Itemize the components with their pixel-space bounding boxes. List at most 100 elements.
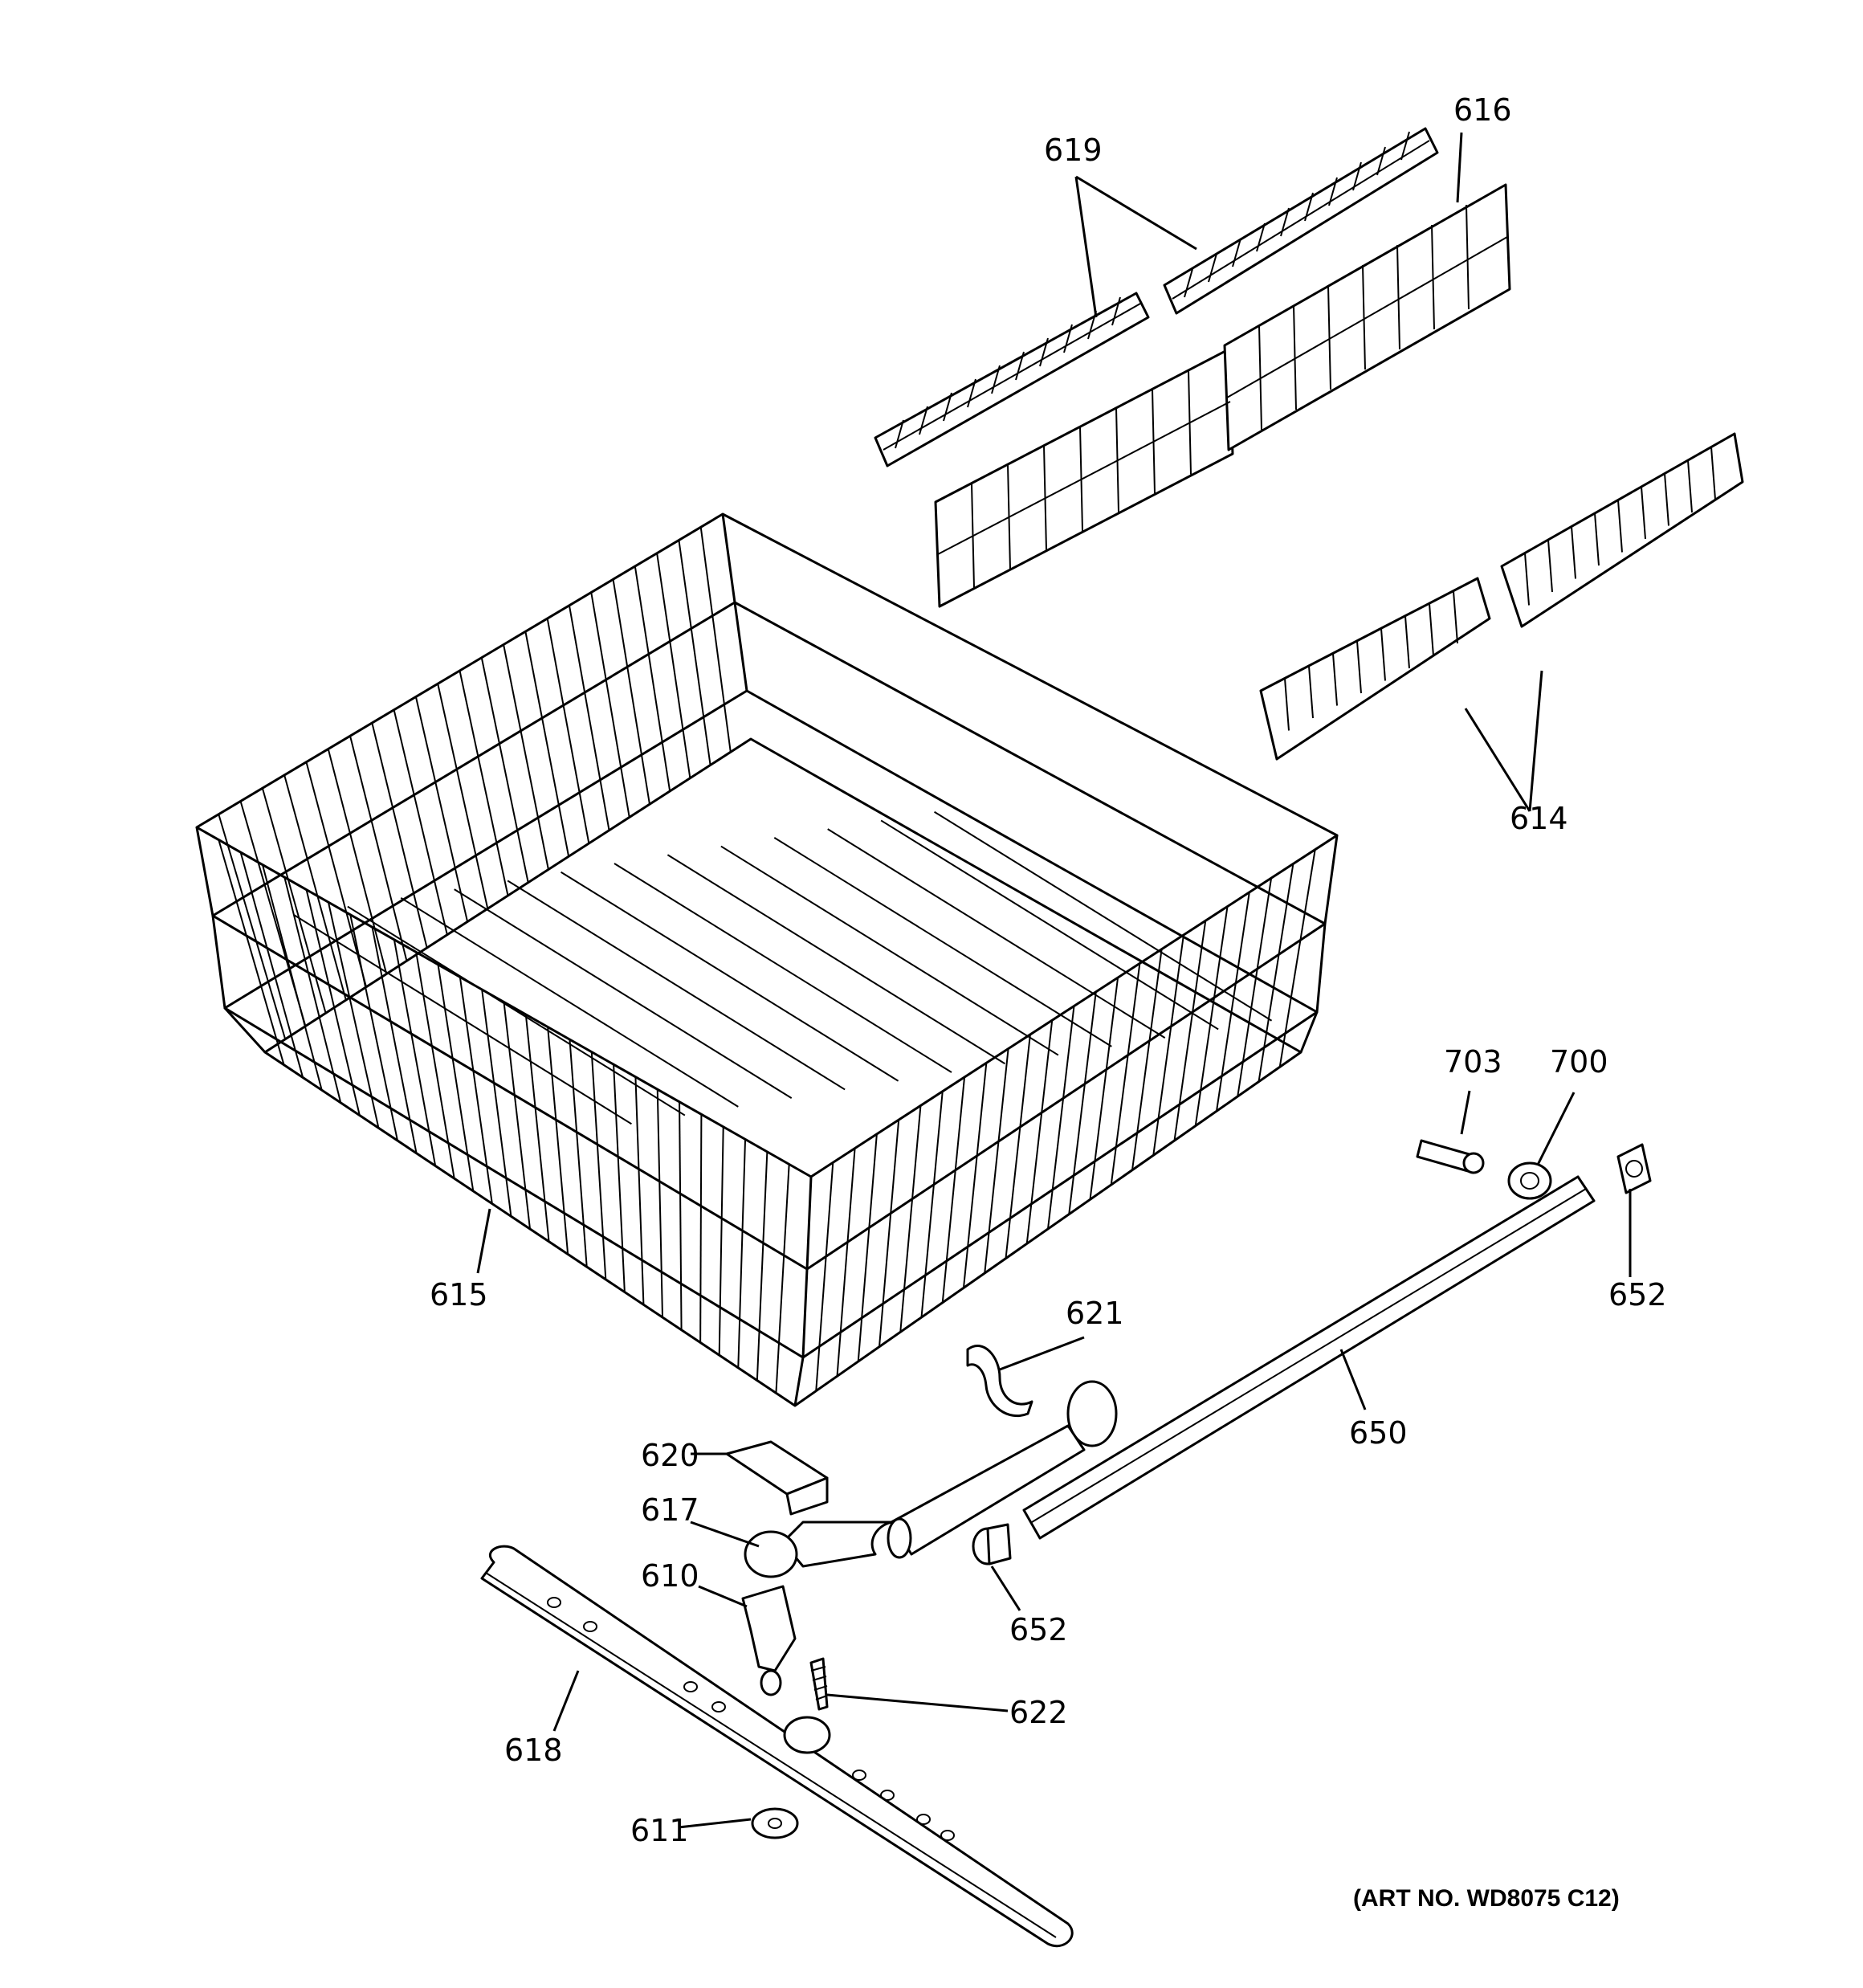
drawing-line bbox=[283, 774, 347, 1001]
drawing-line bbox=[827, 828, 1166, 1039]
drawing-line bbox=[1131, 949, 1163, 1170]
drawing-line bbox=[1429, 603, 1434, 656]
drawing-line bbox=[1304, 192, 1314, 222]
drawing-line bbox=[546, 618, 590, 844]
drawing-line bbox=[459, 977, 493, 1204]
drawing-line bbox=[1152, 934, 1184, 1156]
drawing-line bbox=[561, 871, 899, 1082]
drawing-line bbox=[1015, 351, 1025, 381]
drawing-line bbox=[1308, 665, 1314, 719]
drawing-line bbox=[880, 819, 1219, 1031]
drawing-line bbox=[1466, 204, 1470, 310]
drawing-line bbox=[1352, 161, 1362, 191]
drawing-line bbox=[1258, 863, 1294, 1082]
drawing-line bbox=[293, 914, 632, 1125]
drawing-line bbox=[349, 736, 408, 961]
part-620-nozzle bbox=[725, 1440, 829, 1516]
drawing-line bbox=[1594, 512, 1600, 566]
drawing-line bbox=[415, 952, 455, 1179]
drawing-line bbox=[991, 365, 1001, 394]
drawing-line bbox=[720, 845, 1059, 1056]
drawing-line bbox=[503, 1002, 531, 1230]
callout-617: 617 bbox=[641, 1492, 699, 1528]
drawing-line bbox=[941, 1076, 966, 1303]
drawing-line bbox=[1547, 539, 1553, 593]
callout-618: 618 bbox=[504, 1733, 563, 1768]
part-611-washer bbox=[751, 1807, 799, 1839]
drawing-line bbox=[1068, 991, 1097, 1214]
drawing-line bbox=[218, 839, 285, 1065]
drawing-line bbox=[568, 605, 610, 831]
drawing-line bbox=[349, 914, 398, 1141]
drawing-line bbox=[775, 1164, 790, 1394]
spray-hole bbox=[583, 1621, 597, 1632]
drawing-line bbox=[614, 863, 952, 1073]
drawing-line bbox=[347, 905, 686, 1116]
drawing-line bbox=[1025, 1020, 1054, 1244]
drawing-line bbox=[934, 810, 1273, 1022]
drawing-line bbox=[919, 406, 928, 435]
callout-650: 650 bbox=[1349, 1415, 1408, 1451]
part-652-end-cap-right bbox=[1616, 1143, 1652, 1194]
drawing-line bbox=[327, 901, 380, 1129]
part-700-roller bbox=[1507, 1161, 1552, 1200]
part-621-clamp bbox=[966, 1344, 1033, 1418]
drawing-line bbox=[261, 787, 327, 1014]
drawing-line bbox=[503, 644, 549, 870]
drawing-line bbox=[699, 1114, 703, 1343]
drawing-line bbox=[1664, 473, 1669, 526]
drawing-line bbox=[371, 722, 428, 949]
drawing-line bbox=[414, 696, 469, 922]
drawing-line bbox=[400, 897, 739, 1108]
drawing-line bbox=[1111, 296, 1121, 326]
part-622-screw bbox=[809, 1657, 829, 1711]
part-617-feed-tube bbox=[744, 1380, 1118, 1578]
spray-hole bbox=[711, 1701, 726, 1712]
callout-labels: 616 619 614 615 703 700 652 621 650 620 … bbox=[430, 92, 1667, 1848]
callout-620: 620 bbox=[641, 1438, 699, 1473]
drawing-line bbox=[305, 761, 368, 988]
drawing-line bbox=[1453, 590, 1458, 644]
drawing-line bbox=[524, 1014, 550, 1242]
drawing-line bbox=[1332, 653, 1338, 706]
callout-611: 611 bbox=[630, 1813, 689, 1848]
drawing-line bbox=[1328, 177, 1338, 206]
drawing-line bbox=[1293, 304, 1297, 410]
part-610-hub bbox=[741, 1585, 797, 1696]
drawing-line bbox=[857, 1133, 878, 1362]
callout-652-lower: 652 bbox=[1009, 1612, 1068, 1647]
drawing-line bbox=[1063, 324, 1073, 353]
callout-622: 622 bbox=[1009, 1695, 1068, 1730]
drawing-line bbox=[1571, 526, 1576, 579]
drawing-line bbox=[984, 1048, 1009, 1274]
drawing-line bbox=[481, 989, 512, 1217]
drawing-line bbox=[656, 553, 691, 778]
drawing-line bbox=[590, 1051, 607, 1280]
drawing-line bbox=[239, 851, 304, 1078]
drawing-line bbox=[1641, 486, 1646, 540]
drawing-line bbox=[393, 939, 437, 1166]
drawing-line bbox=[667, 854, 1005, 1065]
drawing-line bbox=[1284, 678, 1290, 731]
part-618-spray-arm bbox=[480, 1545, 1074, 1948]
drawing-line bbox=[699, 527, 732, 753]
spray-hole bbox=[940, 1830, 955, 1841]
leader-lines bbox=[476, 132, 1632, 1829]
drawing-line bbox=[613, 1064, 626, 1292]
drawing-line bbox=[1232, 238, 1241, 267]
drawing-line bbox=[480, 657, 529, 883]
drawing-line bbox=[1194, 906, 1229, 1126]
drawing-line bbox=[679, 1101, 683, 1330]
drawing-line bbox=[261, 864, 323, 1091]
part-614-shelf-inserts bbox=[1259, 432, 1744, 761]
callout-610: 610 bbox=[641, 1558, 699, 1594]
drawing-line bbox=[1039, 337, 1049, 367]
drawing-line bbox=[437, 964, 475, 1192]
drawing-line bbox=[1376, 146, 1386, 176]
drawing-line bbox=[459, 670, 509, 896]
drawing-line bbox=[283, 876, 342, 1104]
part-650-tube bbox=[1022, 1175, 1596, 1540]
drawing-line bbox=[1216, 892, 1250, 1112]
drawing-line bbox=[1396, 244, 1400, 350]
drawing-line bbox=[634, 565, 671, 792]
